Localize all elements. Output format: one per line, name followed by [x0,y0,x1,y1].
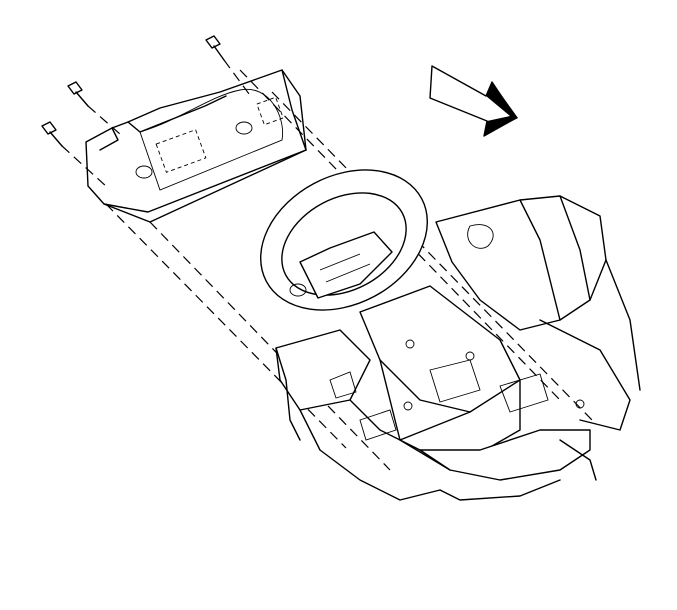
screw-icon-3 [41,121,63,147]
steering-column [359,285,521,471]
lower-dash-structure [275,329,597,501]
direction-arrow-icon [429,65,518,137]
screw-icon-2 [67,81,89,107]
screw-icon-1 [205,35,225,61]
steering-wheel [259,169,429,311]
knee-bolster-panel [85,69,307,223]
instrument-panel [435,195,641,431]
